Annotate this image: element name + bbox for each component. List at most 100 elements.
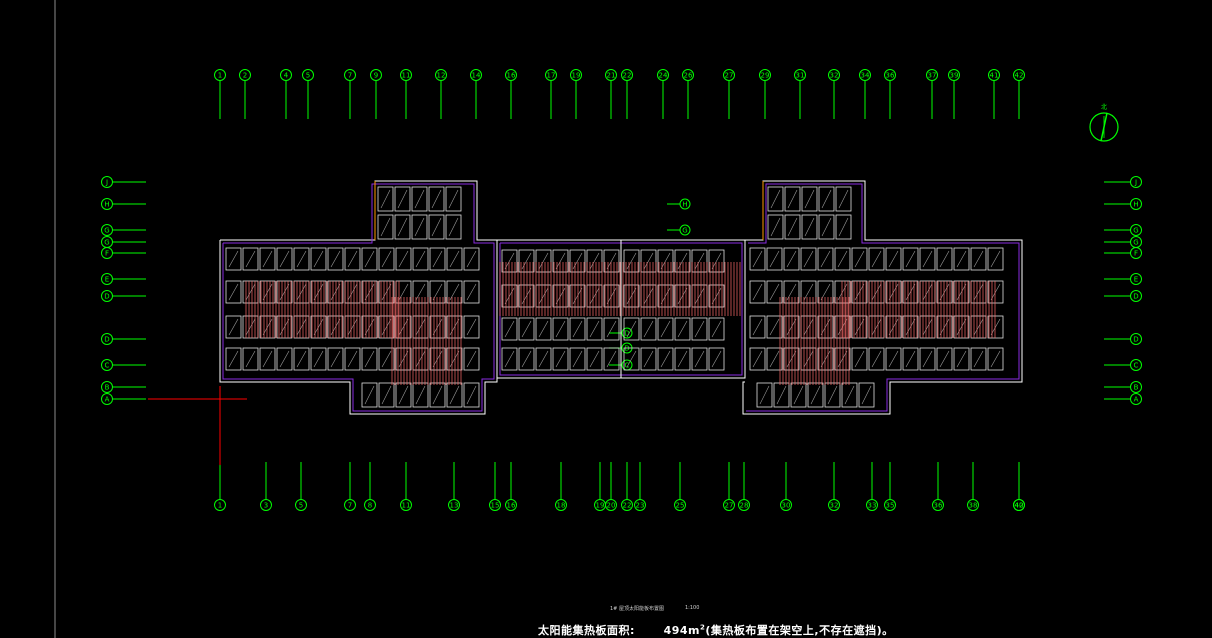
panel-left	[429, 280, 446, 304]
grid-left-B-circle	[101, 381, 113, 393]
panel-left	[429, 247, 446, 271]
grid-top-21-circle	[605, 69, 617, 81]
right-wing-inner-outline	[746, 183, 1020, 412]
panel-left-bottom	[412, 382, 429, 408]
panel-left	[242, 347, 259, 371]
panel-mid	[657, 347, 674, 371]
panel-mid-diag	[694, 320, 705, 338]
grid-bottom-15-circle	[489, 499, 501, 511]
grid-top-26-label: 26	[684, 72, 693, 80]
panel-mid	[603, 347, 620, 371]
panel-right	[902, 280, 919, 304]
panel-left-diag	[228, 350, 239, 368]
grid-top-37-circle	[926, 69, 938, 81]
panel-left-diag	[245, 318, 256, 336]
panel-left-top-diag	[414, 189, 425, 209]
grid-left-E-label: E	[105, 276, 109, 284]
panel-right-diag	[769, 250, 780, 268]
grid-bottom-3-circle	[260, 499, 272, 511]
grid-right-A-circle	[1130, 393, 1142, 405]
area-label: 太阳能集热板面积:	[538, 624, 635, 637]
grid-bottom-11-label: 11	[402, 502, 411, 510]
grid-top-11-circle	[400, 69, 412, 81]
panel-right-diag	[905, 250, 916, 268]
panel-left-bottom-diag	[415, 385, 426, 405]
panel-right-diag	[820, 283, 831, 301]
grid-bottom-20-label: 20	[607, 502, 616, 510]
panel-right	[766, 280, 783, 304]
grid-top-27-label: 27	[725, 72, 734, 80]
panel-left	[327, 280, 344, 304]
panel-right-diag	[837, 283, 848, 301]
grid-top-29-label: 29	[761, 72, 770, 80]
panel-mid	[569, 284, 586, 308]
panel-right	[766, 347, 783, 371]
panel-mid-diag	[538, 252, 549, 270]
panel-right	[987, 347, 1004, 371]
panel-mid-diag	[572, 320, 583, 338]
panel-left	[463, 247, 480, 271]
panel-right-top	[835, 214, 852, 240]
grid-top-39-circle	[948, 69, 960, 81]
panel-right	[885, 347, 902, 371]
grid-right-D-label: D	[1133, 293, 1138, 301]
panel-mid-diag	[694, 350, 705, 368]
panel-left	[378, 280, 395, 304]
panel-mid	[501, 284, 518, 308]
grid-right-C-label: C	[1134, 362, 1139, 370]
panel-mid-diag	[660, 320, 671, 338]
panel-right	[885, 315, 902, 339]
grid-left-A-label: A	[105, 396, 110, 404]
panel-right	[817, 315, 834, 339]
grid-bottom-8-circle	[364, 499, 376, 511]
grid-bottom-32-circle	[828, 499, 840, 511]
panel-mid	[623, 249, 640, 273]
panel-left	[327, 315, 344, 339]
panel-right-diag	[871, 283, 882, 301]
panel-right-diag	[956, 350, 967, 368]
panel-left-bottom	[463, 382, 480, 408]
panel-mid	[569, 249, 586, 273]
panel-right-diag	[854, 350, 865, 368]
grid-bottom-1-label: 1	[218, 502, 222, 510]
panel-mid-diag	[504, 287, 515, 305]
panel-left-diag	[398, 283, 409, 301]
grid-right-F-circle	[1130, 247, 1142, 259]
panel-mid-diag	[538, 287, 549, 305]
panel-left-diag	[279, 283, 290, 301]
grid-top-7-label: 7	[348, 72, 352, 80]
grid-bottom-13-circle	[448, 499, 460, 511]
panel-right-top-diag	[787, 217, 798, 237]
panel-mid-diag	[660, 252, 671, 270]
grid-bottom-11-circle	[400, 499, 412, 511]
panel-left	[361, 247, 378, 271]
panel-right-diag	[973, 350, 984, 368]
panel-right-diag	[922, 350, 933, 368]
panel-mid-diag	[572, 350, 583, 368]
grid-bottom-27-label: 27	[725, 502, 734, 510]
panel-left-diag	[381, 350, 392, 368]
panel-mid-diag	[521, 320, 532, 338]
panel-right-diag	[752, 250, 763, 268]
panel-right	[783, 247, 800, 271]
panel-left-top	[428, 186, 445, 212]
panel-left-bottom	[361, 382, 378, 408]
grid-top-24-label: 24	[659, 72, 668, 80]
panel-right	[936, 315, 953, 339]
grid-right-A-label: A	[1134, 396, 1139, 404]
panel-left-diag	[347, 250, 358, 268]
panel-right	[987, 247, 1004, 271]
panel-right-diag	[820, 350, 831, 368]
panel-right-diag	[956, 250, 967, 268]
panel-left-top	[411, 186, 428, 212]
panel-left	[293, 247, 310, 271]
panel-right	[783, 347, 800, 371]
grid-top-1-label: 1	[218, 72, 222, 80]
panel-mid	[586, 347, 603, 371]
panel-left	[446, 315, 463, 339]
panel-left-diag	[262, 318, 273, 336]
grid-top-32-label: 32	[830, 72, 839, 80]
panel-left-top	[428, 214, 445, 240]
